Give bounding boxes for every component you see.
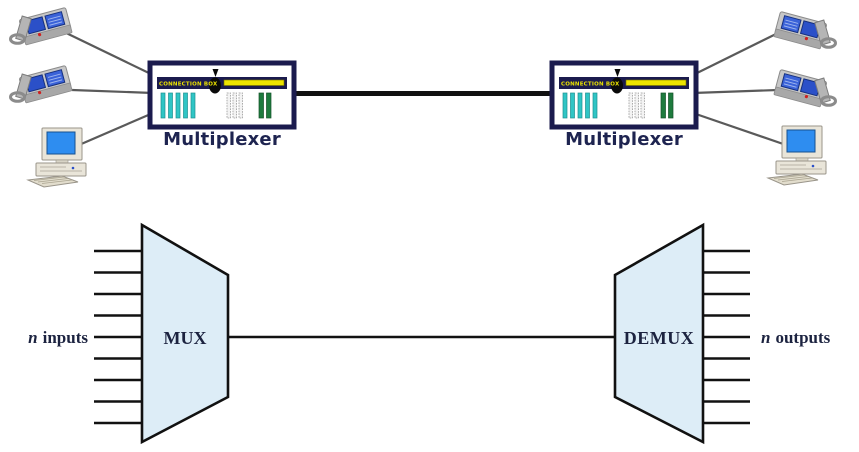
telephone-icon: [9, 3, 74, 49]
demux-label: DEMUX: [623, 328, 695, 348]
inputs-word: inputs: [42, 328, 88, 347]
left-computer-link-line: [71, 111, 154, 150]
right-phone2-link-line: [692, 88, 779, 95]
telephone-icon: [772, 7, 837, 53]
top-diagram: CONNECTION BOX CONNECTION BOX: [9, 3, 837, 188]
mux-input-lines: [94, 249, 144, 425]
n-symbol: n: [28, 328, 38, 347]
multiplexer-box-right: [552, 63, 696, 127]
computer-icon: [27, 127, 87, 188]
connection-box-text-left: CONNECTION BOX: [159, 82, 218, 88]
telephone-icon: [772, 65, 837, 111]
mux-label: MUX: [163, 328, 207, 348]
demux-output-lines: [701, 249, 750, 425]
bottom-diagram: [94, 222, 750, 445]
connection-box-text-right: CONNECTION BOX: [561, 82, 620, 88]
n-symbol: n: [761, 328, 771, 347]
outputs-word: outputs: [775, 328, 831, 347]
right-computer-link-line: [692, 111, 790, 148]
multiplexer-label-left: Multiplexer: [163, 129, 281, 150]
left-phone1-link-line: [59, 29, 154, 76]
left-phone2-link-line: [71, 88, 154, 95]
computer-icon: [767, 125, 827, 186]
multiplexer-box-left: [150, 63, 294, 127]
right-phone1-link-line: [692, 32, 779, 76]
multiplexer-label-right: Multiplexer: [565, 129, 683, 150]
mux-trapezoid: [140, 222, 230, 445]
telephone-icon: [9, 61, 74, 107]
demux-trapezoid: [613, 222, 705, 445]
